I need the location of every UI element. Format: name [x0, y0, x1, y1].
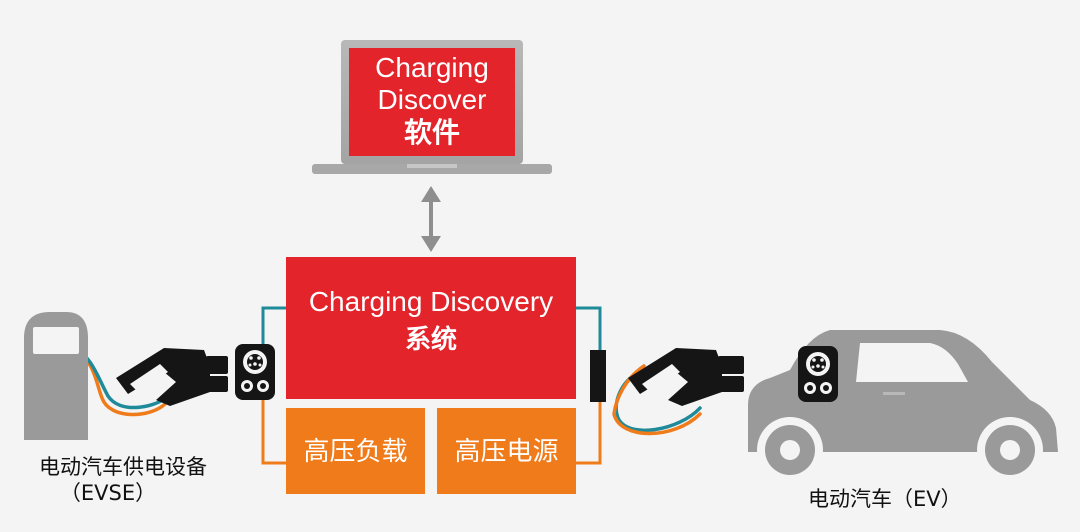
high-voltage-source-label: 高压电源 — [454, 437, 559, 467]
laptop-line-3: 软件 — [403, 116, 460, 149]
ev-socket-icon — [798, 346, 838, 402]
evse-label-line-1: 电动汽车供电设备 — [39, 455, 207, 479]
system-label: Charging Discovery 系统 — [286, 284, 576, 360]
charging-discovery-system-box — [286, 257, 576, 399]
evse-station-icon — [24, 312, 88, 440]
laptop-line-1: Charging — [375, 52, 489, 83]
laptop-base — [312, 164, 552, 174]
evse-label-line-2: （EVSE） — [59, 481, 157, 505]
evse-label: 电动汽车供电设备 （EVSE） — [8, 454, 238, 506]
system-line-2: 系统 — [404, 325, 457, 355]
system-wiring — [261, 306, 602, 465]
laptop-software-label: Charging Discover 软件 — [349, 52, 515, 150]
laptop-screen — [349, 48, 515, 156]
ev-label: 电动汽车（EV） — [808, 487, 962, 511]
ev-cables — [612, 364, 702, 436]
double-arrow-icon — [421, 186, 441, 252]
high-voltage-source-box — [437, 408, 576, 494]
system-line-1: Charging Discovery — [308, 286, 554, 317]
high-voltage-load-box — [286, 408, 425, 494]
electric-car-icon — [748, 330, 1058, 483]
evse-plug-icon — [116, 348, 228, 406]
ev-inlet-bar — [590, 350, 606, 402]
laptop-line-2: Discover — [377, 84, 487, 115]
high-voltage-load-label: 高压负载 — [303, 437, 408, 467]
laptop-icon — [312, 40, 552, 174]
ev-plug-icon — [628, 348, 744, 406]
car-window — [856, 343, 968, 382]
evse-socket-icon — [235, 344, 275, 400]
